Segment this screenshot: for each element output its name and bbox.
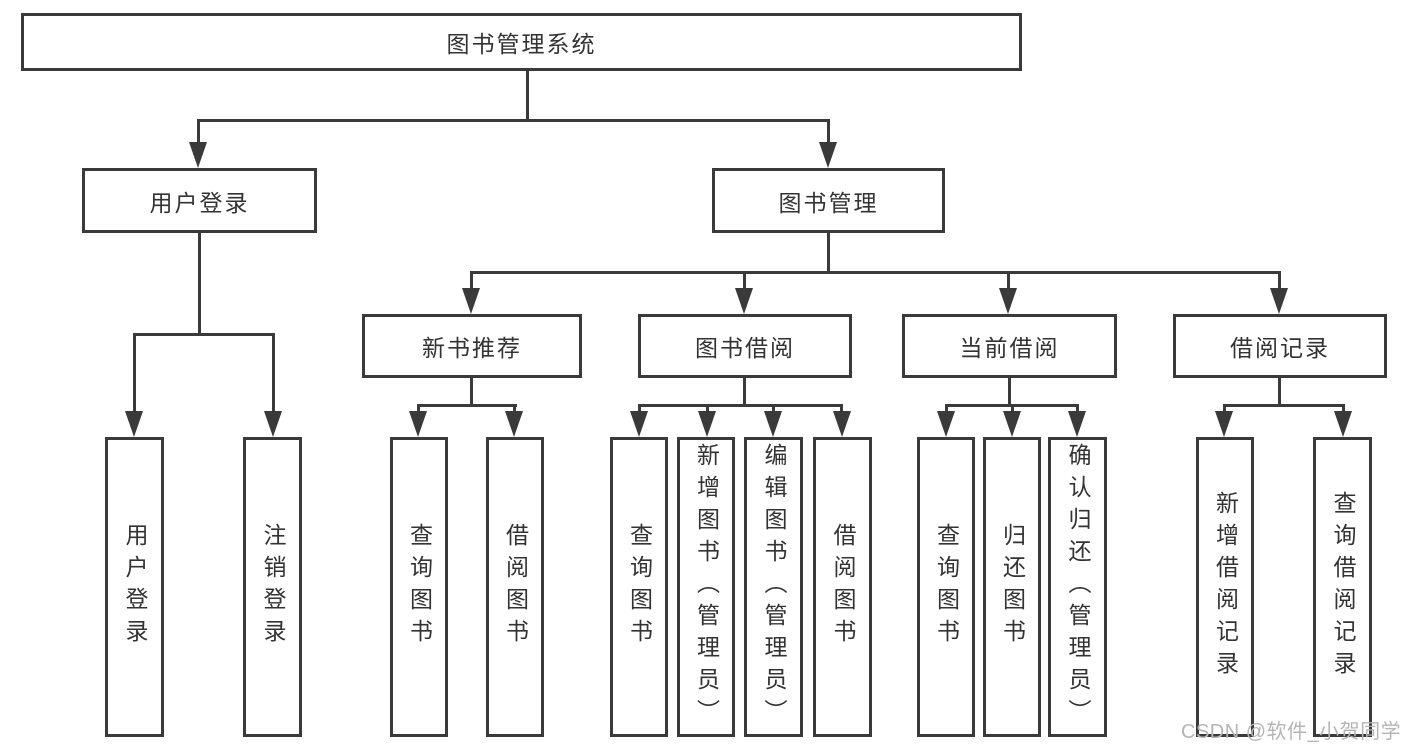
- connector-br-leaf1-drop: [1223, 406, 1226, 413]
- arrowhead-new-books: [462, 288, 480, 314]
- connector-user-login-stem: [198, 233, 201, 335]
- node-new-books-label: 新书推荐: [422, 335, 522, 361]
- connector-new-books-drop: [470, 273, 473, 290]
- leaf-bb-query-books-label: 查询图书: [626, 523, 653, 651]
- leaf-br-add-record-label: 新增借阅记录: [1212, 491, 1239, 683]
- arrowhead-borrow-records: [1270, 288, 1288, 314]
- connector-nb-leaf1-drop: [417, 406, 420, 413]
- connector-bb-leaf4-drop: [840, 406, 843, 413]
- node-borrow-records: 借阅记录: [1173, 314, 1387, 378]
- leaf-user-login-label: 用户登录: [122, 523, 148, 651]
- connector-user-login-drop: [197, 121, 200, 144]
- connector-cb-leaf2-drop: [1011, 406, 1014, 413]
- arrowhead-book-borrow: [735, 288, 753, 314]
- leaf-br-query-record-label: 查询借阅记录: [1330, 491, 1356, 683]
- leaf-cb-confirm-return-label: 确认归还（管理员）: [1065, 443, 1091, 731]
- leaf-nb-query-books-label: 查询图书: [406, 523, 433, 651]
- node-user-login-label: 用户登录: [149, 189, 250, 216]
- connector-borrow-records-drop: [1278, 273, 1281, 290]
- arrowhead-bb-leaf1: [630, 411, 648, 437]
- leaf-logout: 注销登录: [243, 437, 302, 737]
- leaf-logout-label: 注销登录: [260, 523, 286, 651]
- connector-root-bus: [197, 119, 830, 122]
- node-book-mgmt-label: 图书管理: [778, 189, 879, 216]
- node-book-borrow: 图书借阅: [638, 314, 852, 378]
- connector-book-borrow-bus: [638, 404, 843, 407]
- leaf-br-add-record: 新增借阅记录: [1196, 437, 1254, 737]
- connector-leaf-logout-drop: [272, 335, 275, 413]
- connector-current-borrow-stem: [1008, 378, 1011, 406]
- arrowhead-cb-leaf2: [1003, 411, 1021, 437]
- node-current-borrow-label: 当前借阅: [959, 335, 1060, 361]
- leaf-nb-borrow-books-label: 借阅图书: [502, 523, 529, 651]
- arrowhead-cb-leaf1: [937, 411, 955, 437]
- connector-root-stem: [526, 71, 529, 120]
- connector-new-books-bus: [417, 404, 517, 407]
- connector-current-borrow-bus: [945, 404, 1079, 407]
- node-borrow-records-label: 借阅记录: [1230, 335, 1330, 361]
- connector-book-mgmt-stem: [827, 233, 830, 273]
- arrowhead-cb-leaf3: [1068, 411, 1086, 437]
- arrowhead-bb-leaf3: [764, 411, 782, 437]
- leaf-bb-query-books: 查询图书: [610, 437, 668, 737]
- arrowhead-leaf-logout: [264, 411, 282, 437]
- connector-book-mgmt-drop: [827, 121, 830, 144]
- arrowhead-nb-leaf2: [505, 411, 523, 437]
- connector-borrow-records-stem: [1278, 378, 1281, 406]
- leaf-cb-query-books-label: 查询图书: [933, 523, 960, 651]
- node-book-mgmt: 图书管理: [712, 168, 945, 233]
- leaf-bb-borrow-books-label: 借阅图书: [830, 523, 856, 651]
- arrowhead-br-leaf1: [1215, 411, 1233, 437]
- leaf-bb-edit-books-label: 编辑图书（管理员）: [761, 443, 787, 731]
- connector-bb-leaf3-drop: [772, 406, 775, 413]
- leaf-bb-edit-books: 编辑图书（管理员）: [744, 437, 803, 737]
- node-current-borrow: 当前借阅: [902, 314, 1117, 378]
- connector-cb-leaf3-drop: [1076, 406, 1079, 413]
- leaf-cb-confirm-return: 确认归还（管理员）: [1048, 437, 1107, 737]
- connector-new-books-stem: [470, 378, 473, 406]
- arrowhead-current-borrow: [999, 288, 1017, 314]
- leaf-bb-add-books-label: 新增图书（管理员）: [693, 443, 720, 731]
- leaf-cb-return-books: 归还图书: [983, 437, 1041, 737]
- arrowhead-leaf-login: [125, 411, 143, 437]
- connector-book-borrow-stem: [743, 378, 746, 406]
- arrowhead-user-login: [189, 142, 207, 168]
- arrowhead-bb-leaf2: [698, 411, 716, 437]
- arrowhead-br-leaf2: [1334, 411, 1352, 437]
- leaf-bb-add-books: 新增图书（管理员）: [677, 437, 735, 737]
- leaf-user-login: 用户登录: [105, 437, 164, 737]
- node-root: 图书管理系统: [21, 13, 1022, 71]
- leaf-cb-query-books: 查询图书: [917, 437, 975, 737]
- connector-book-mgmt-bus: [470, 271, 1281, 274]
- arrowhead-bb-leaf4: [833, 411, 851, 437]
- leaf-nb-query-books: 查询图书: [390, 437, 448, 737]
- leaf-br-query-record: 查询借阅记录: [1313, 437, 1372, 737]
- connector-cb-leaf1-drop: [945, 406, 948, 413]
- connector-bb-leaf1-drop: [638, 406, 641, 413]
- arrowhead-book-mgmt: [819, 142, 837, 168]
- watermark: CSDN @软件_小贺同学: [1181, 721, 1402, 743]
- connector-bb-leaf2-drop: [706, 406, 709, 413]
- connector-user-login-bus: [133, 333, 275, 336]
- node-book-borrow-label: 图书借阅: [695, 335, 795, 361]
- leaf-nb-borrow-books: 借阅图书: [486, 437, 544, 737]
- connector-br-leaf2-drop: [1342, 406, 1345, 413]
- connector-borrow-records-bus: [1223, 404, 1345, 407]
- node-user-login: 用户登录: [82, 168, 317, 233]
- connector-leaf-login-drop: [133, 335, 136, 413]
- leaf-bb-borrow-books: 借阅图书: [813, 437, 872, 737]
- arrowhead-nb-leaf1: [409, 411, 427, 437]
- connector-current-borrow-drop: [1007, 273, 1010, 290]
- node-root-label: 图书管理系统: [446, 31, 597, 57]
- node-new-books: 新书推荐: [362, 314, 582, 378]
- leaf-cb-return-books-label: 归还图书: [999, 523, 1026, 651]
- connector-book-borrow-drop: [743, 273, 746, 290]
- connector-nb-leaf2-drop: [513, 406, 516, 413]
